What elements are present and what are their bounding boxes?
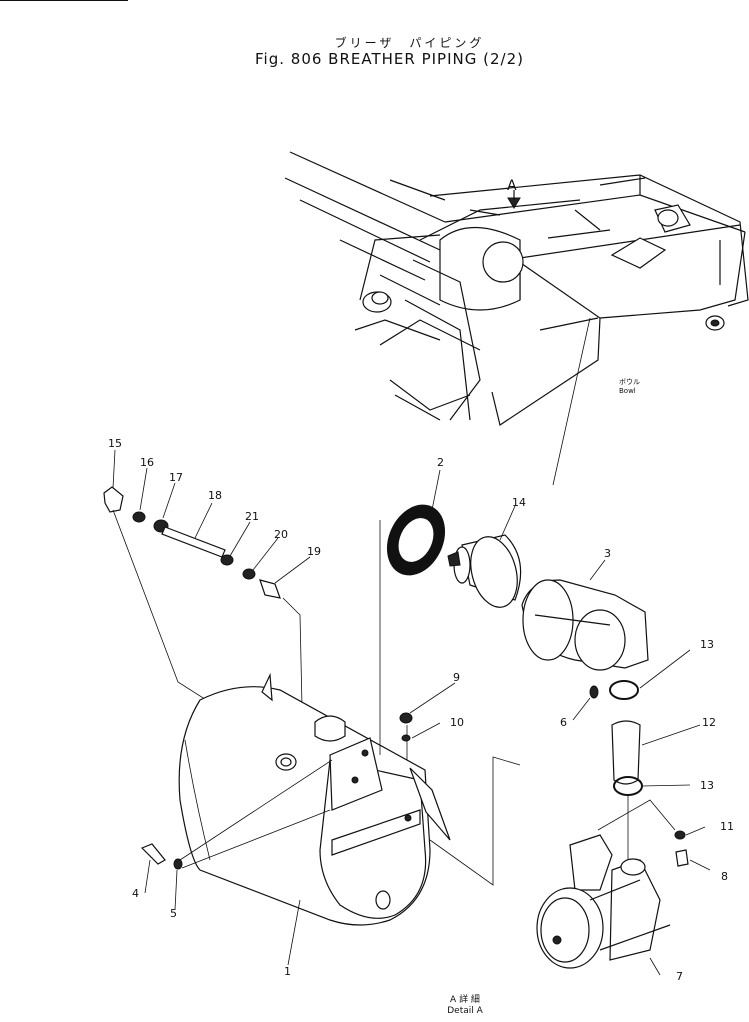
callout-9: 9	[453, 671, 460, 684]
part-7-air-cleaner	[536, 799, 676, 969]
callout-11: 11	[720, 820, 734, 833]
callout-13-upper: 13	[700, 638, 714, 651]
part-6-plug	[589, 685, 599, 699]
part-19-connector	[259, 579, 281, 599]
part-10-washer	[401, 734, 411, 742]
callout-10: 10	[450, 716, 464, 729]
part-2-gasket	[386, 504, 446, 576]
part-14-element	[447, 534, 522, 608]
tank-part-1	[178, 520, 521, 926]
part-15-elbow	[103, 486, 124, 513]
title-english: Fig. 806 BREATHER PIPING (2/2)	[255, 50, 524, 68]
part-12-hose	[611, 720, 641, 785]
part-9-cap	[399, 712, 413, 724]
part-20-nut	[242, 568, 256, 580]
callout-13-lower: 13	[700, 779, 714, 792]
detail-label-english: Detail A	[447, 1006, 483, 1016]
part-5-washer	[173, 858, 183, 870]
callout-20: 20	[274, 528, 288, 541]
callout-5: 5	[170, 907, 177, 920]
callout-21: 21	[245, 510, 259, 523]
marker-a: A	[507, 178, 517, 194]
callout-17: 17	[169, 471, 183, 484]
bowl-label-english: Bowl	[619, 387, 636, 395]
callout-14: 14	[512, 496, 526, 509]
callout-6: 6	[560, 716, 567, 729]
bowl-leader-line	[552, 317, 591, 486]
part-18-tube	[161, 526, 226, 558]
title-japanese: ブリーザ パイピング	[334, 36, 485, 50]
callout-15: 15	[108, 437, 122, 450]
part-21-sleeve	[220, 554, 234, 566]
callout-2: 2	[437, 456, 444, 469]
bowl-frame-assembly	[284, 151, 749, 426]
callout-7: 7	[676, 970, 683, 983]
part-8-bolt	[675, 849, 689, 867]
corner-rule	[0, 0, 128, 1]
callout-4: 4	[132, 887, 139, 900]
part-11-washer	[674, 830, 686, 840]
callout-16: 16	[140, 456, 154, 469]
leader-lines	[112, 449, 711, 976]
part-3-cover	[521, 579, 649, 671]
bowl-label-japanese: ボウル	[619, 378, 640, 386]
part-16-nut	[132, 511, 146, 523]
part-13-clamp-upper	[609, 680, 639, 700]
part-4-bolt	[140, 843, 166, 865]
detail-label-japanese: A 詳 細	[450, 995, 480, 1005]
callout-3: 3	[604, 547, 611, 560]
callout-12: 12	[702, 716, 716, 729]
callout-1: 1	[284, 965, 291, 978]
callout-19: 19	[307, 545, 321, 558]
callout-18: 18	[208, 489, 222, 502]
callout-8: 8	[721, 870, 728, 883]
